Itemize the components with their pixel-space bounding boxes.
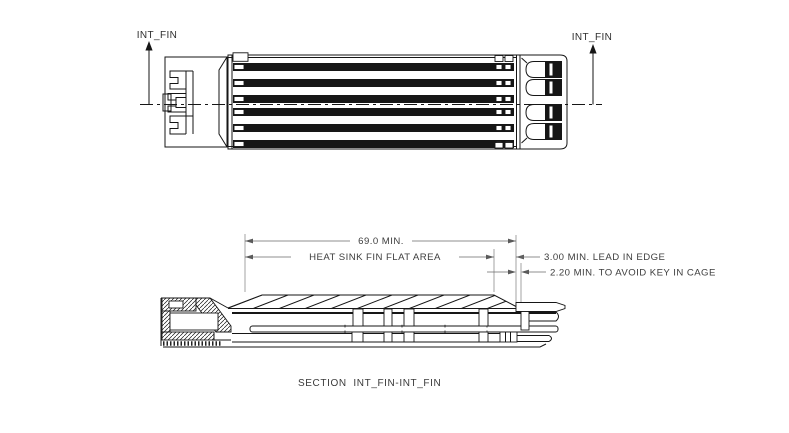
lower-structure xyxy=(163,331,552,348)
dim-key-clearance-label: 2.20 MIN. TO AVOID KEY IN CAGE xyxy=(550,268,716,279)
dim-flat-area-label: HEAT SINK FIN FLAT AREA xyxy=(309,252,441,263)
section-marker-left: INT_FIN xyxy=(137,30,178,105)
cage-right-end xyxy=(528,311,559,322)
dim-overall-label: 69.0 MIN. xyxy=(358,236,404,247)
standoff-posts xyxy=(352,308,530,331)
section-caption: SECTION INT_FIN-INT_FIN xyxy=(298,378,441,389)
heat-sink-plate xyxy=(227,294,518,309)
section-marker-right-label: INT_FIN xyxy=(572,32,613,43)
cap-bullet xyxy=(525,104,562,121)
heat-sink-fins xyxy=(232,52,514,149)
lead-in-nose xyxy=(515,302,566,312)
latch-block xyxy=(160,297,232,346)
section-marker-left-label: INT_FIN xyxy=(137,30,178,41)
dim-lead-in: 3.00 MIN. LEAD IN EDGE xyxy=(516,252,665,263)
end-cap xyxy=(516,55,562,149)
cap-bullet xyxy=(525,79,562,96)
section-profile xyxy=(160,294,566,348)
latch-housing xyxy=(162,55,233,149)
fin-right-notches xyxy=(494,55,514,149)
dim-flat-area: HEAT SINK FIN FLAT AREA xyxy=(245,252,494,263)
top-view: INT_FIN INT_FIN xyxy=(137,30,613,150)
section-marker-right: INT_FIN xyxy=(572,32,613,105)
cap-bullet xyxy=(521,57,562,78)
fin-left-notches xyxy=(232,52,249,147)
latch-prongs xyxy=(162,70,194,135)
arrow-up-icon xyxy=(145,41,153,51)
dim-lead-in-label: 3.00 MIN. LEAD IN EDGE xyxy=(544,252,665,263)
dim-key-clearance: 2.20 MIN. TO AVOID KEY IN CAGE xyxy=(487,268,716,279)
arrow-up-icon xyxy=(589,44,597,54)
cap-bullet xyxy=(521,123,562,144)
section-view: 69.0 MIN. HEAT SINK FIN FLAT AREA 3.00 M… xyxy=(160,234,716,389)
dim-overall: 69.0 MIN. xyxy=(245,236,516,247)
